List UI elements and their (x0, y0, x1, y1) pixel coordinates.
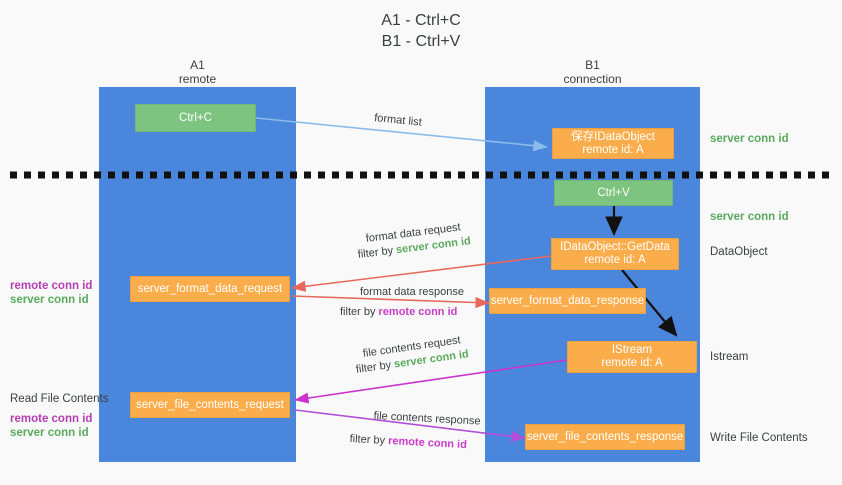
node-ctrl-c[interactable]: Ctrl+C (135, 104, 256, 132)
node-getdata-id: remote id: A (584, 254, 646, 266)
annotation-read-file-contents: Read File Contents (10, 393, 109, 405)
filter-prefix-4: filter by (349, 432, 389, 447)
edge-label-format-data-response: format data response (360, 286, 464, 298)
filter-token-remote-2: remote conn id (387, 435, 468, 452)
page-title: A1 - Ctrl+C B1 - Ctrl+V (0, 10, 842, 52)
edge-label-file-contents-response: file contents response (373, 409, 481, 428)
node-istream-title: IStream (611, 344, 653, 356)
node-istream-id: remote id: A (601, 357, 663, 369)
filter-prefix-2: filter by (340, 306, 379, 318)
title-line-2: B1 - Ctrl+V (381, 33, 461, 50)
filter-token-remote-1: remote conn id (378, 306, 458, 318)
annotation-dataobject: DataObject (710, 246, 768, 258)
annotation-server-conn-id-top: server conn id (710, 133, 789, 145)
node-server-file-contents-response[interactable]: server_file_contents_response (525, 424, 685, 450)
node-getdata-title: IDataObject::GetData (560, 241, 670, 253)
lane-a1-subtitle: remote (178, 72, 217, 86)
lane-header-a1: A1 remote (99, 58, 296, 86)
annotation-write-file-contents: Write File Contents (710, 432, 808, 444)
node-server-format-data-request[interactable]: server_format_data_request (130, 276, 290, 302)
node-save-idataobject[interactable]: 保存IDataObject remote id: A (552, 128, 674, 159)
annotation-remote-conn-id-2: remote conn id (10, 413, 93, 425)
node-ctrl-c-label: Ctrl+C (179, 111, 212, 124)
filter-prefix-1: filter by (357, 244, 397, 261)
annotation-remote-conn-id-1: remote conn id (10, 280, 93, 292)
node-server-format-data-response-label: server_format_data_response (490, 294, 645, 307)
annotation-server-conn-id-paste: server conn id (710, 211, 789, 223)
node-istream[interactable]: IStream remote id: A (567, 341, 697, 373)
node-ctrl-v[interactable]: Ctrl+V (554, 180, 673, 206)
lane-b1-subtitle: connection (563, 72, 622, 86)
node-server-file-contents-request-label: server_file_contents_request (136, 398, 284, 411)
title-line-1: A1 - Ctrl+C (381, 12, 461, 29)
node-server-format-data-request-label: server_format_data_request (137, 282, 283, 295)
annotation-istream: Istream (710, 351, 749, 363)
node-idataobject-getdata[interactable]: IDataObject::GetData remote id: A (551, 238, 679, 270)
edge-label-filter-remote-conn-id-2: filter by remote conn id (349, 432, 467, 453)
node-ctrl-v-label: Ctrl+V (597, 186, 630, 199)
lane-b1-name: B1 (585, 58, 600, 72)
lane-a1-name: A1 (190, 58, 205, 72)
annotation-server-conn-id-2: server conn id (10, 427, 89, 439)
node-save-idataobject-title: 保存IDataObject (571, 130, 655, 143)
node-server-file-contents-request[interactable]: server_file_contents_request (130, 392, 290, 418)
node-server-format-data-response[interactable]: server_format_data_response (489, 288, 646, 314)
edge-label-filter-remote-conn-id-1: filter by remote conn id (340, 305, 457, 320)
filter-prefix-3: filter by (355, 358, 395, 376)
node-server-file-contents-response-label: server_file_contents_response (526, 430, 684, 443)
lane-header-b1: B1 connection (485, 58, 700, 86)
edge-label-format-list: format list (373, 111, 423, 129)
node-save-idataobject-id: remote id: A (582, 143, 644, 156)
annotation-server-conn-id-1: server conn id (10, 294, 89, 306)
